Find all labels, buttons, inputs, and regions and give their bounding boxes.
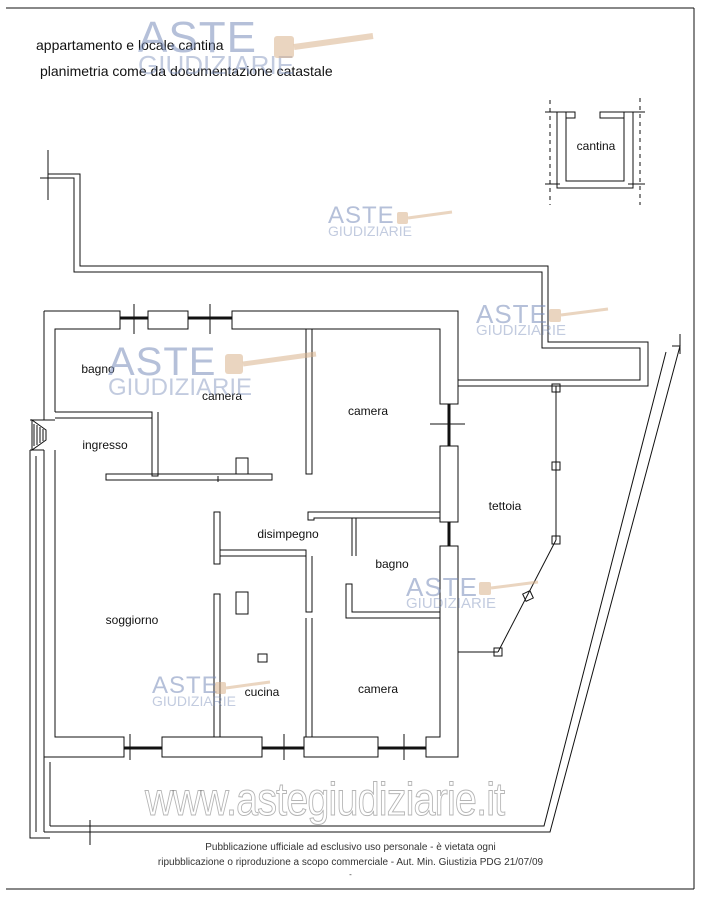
footer-mark: - xyxy=(349,870,352,879)
room-label-ingresso: ingresso xyxy=(82,438,128,452)
room-label-soggiorno: soggiorno xyxy=(105,613,159,627)
entrance-steps xyxy=(31,419,47,451)
cantina-plan xyxy=(545,98,645,205)
page-border xyxy=(6,7,695,890)
room-label-disimpegno: disimpegno xyxy=(257,527,319,541)
interior-walls xyxy=(55,329,441,738)
balcony-rail xyxy=(40,150,649,387)
room-label-camera: camera xyxy=(201,389,243,403)
plan-subtitle: planimetria come da documentazione catas… xyxy=(40,63,333,79)
tettoia-outline xyxy=(44,334,681,833)
footer-notice-line2: ripubblicazione o riproduzione a scopo c… xyxy=(157,857,544,868)
watermark-url: www.astegiudiziarie.it xyxy=(145,773,506,826)
room-label-bagno: bagno xyxy=(375,557,409,571)
plan-title: appartamento e locale cantina xyxy=(36,37,224,53)
room-label-tettoia: tettoia xyxy=(488,499,522,513)
room-label-camera: camera xyxy=(347,404,389,418)
room-label-bagno: bagno xyxy=(81,362,115,376)
room-label-camera: camera xyxy=(357,682,399,696)
exterior-walls xyxy=(29,304,465,845)
footer-notice-line1: Pubblicazione ufficiale ad esclusivo uso… xyxy=(205,842,496,853)
room-label-cantina: cantina xyxy=(576,139,616,153)
room-label-cucina: cucina xyxy=(244,685,280,699)
